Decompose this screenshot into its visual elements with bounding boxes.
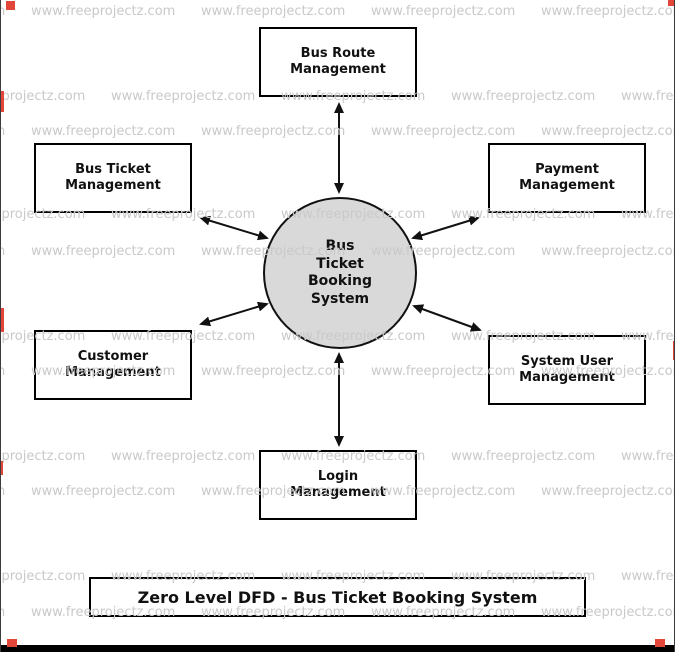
- diagram-caption-box: Zero Level DFD - Bus Ticket Booking Syst…: [89, 577, 586, 617]
- process-label-line: Bus: [325, 238, 355, 254]
- entity-payment-management: Payment Management: [488, 143, 646, 213]
- process-label-line: System: [310, 290, 370, 307]
- entity-customer-management: Customer Management: [34, 330, 192, 400]
- process-label-line: Ticket: [316, 255, 364, 272]
- arrow-payment-process: [411, 215, 480, 241]
- entity-label-line: Management: [519, 370, 615, 385]
- bottom-border-bar: [1, 645, 674, 652]
- entity-label-line: Management: [290, 485, 386, 500]
- process-label-line: Booking: [307, 273, 372, 289]
- entity-label-line: Management: [519, 178, 615, 193]
- arrow-customer-process: [199, 301, 269, 327]
- entity-label-line: Management: [290, 62, 386, 77]
- arrow-system-user-process: [412, 304, 482, 332]
- process-bus-ticket-booking-system: Bus Ticket Booking System: [263, 197, 417, 349]
- arrow-bus-ticket-process: [199, 215, 269, 241]
- entity-label-line: Bus Route: [300, 46, 376, 61]
- entity-label-line: Management: [65, 178, 161, 193]
- entity-system-user-management: System User Management: [488, 335, 646, 405]
- entity-label-line: Login: [317, 469, 359, 484]
- entity-label-line: Payment: [535, 162, 599, 177]
- entity-bus-route-management: Bus Route Management: [259, 27, 417, 97]
- entity-label-line: Management: [65, 365, 161, 380]
- entity-login-management: Login Management: [259, 450, 417, 520]
- entity-label-line: Bus Ticket: [75, 162, 151, 177]
- entity-label-line: System User: [520, 354, 614, 369]
- entity-label-line: Customer: [77, 349, 149, 364]
- diagram-caption: Zero Level DFD - Bus Ticket Booking Syst…: [137, 587, 538, 607]
- entity-bus-ticket-management: Bus Ticket Management: [34, 143, 192, 213]
